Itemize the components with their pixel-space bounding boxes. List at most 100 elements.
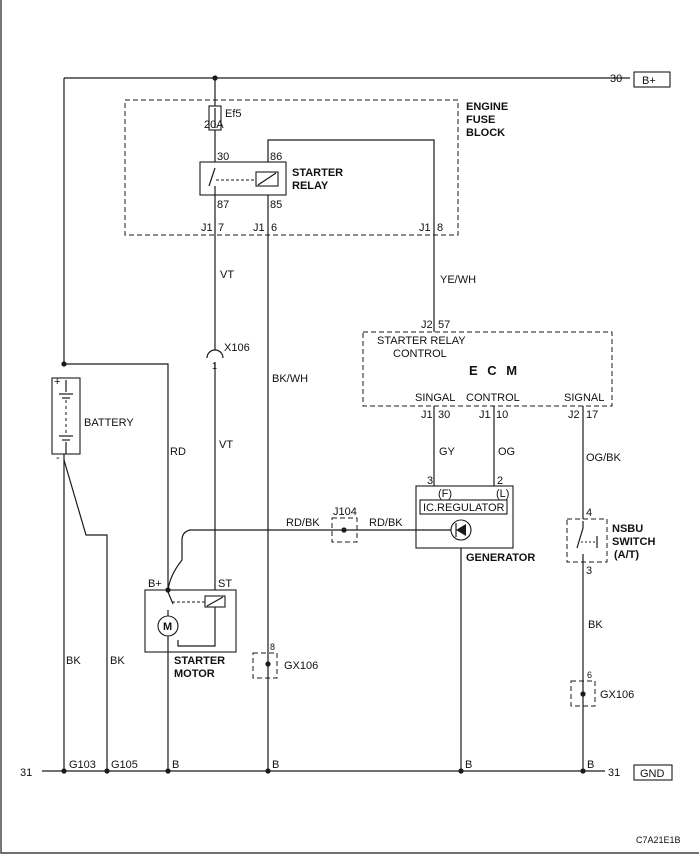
ecm-conn-bot2: J1 — [479, 409, 491, 421]
gnd-tag — [633, 764, 673, 781]
nsbu-pin-4: 4 — [586, 507, 592, 519]
battery-plus: + — [54, 376, 60, 388]
fuse-name: Ef5 — [225, 108, 242, 120]
wire-bk-nsbu: BK — [588, 619, 603, 631]
rd-bk-wire: J104 RD/BK RD/BK — [167, 506, 451, 591]
starter-label-2: MOTOR — [174, 668, 215, 680]
pin-8: 8 — [437, 222, 443, 234]
vt-wire: VT X106 1 VT — [206, 235, 250, 597]
ecm-pin-17: 17 — [586, 409, 598, 421]
wire-bk-batt-1: BK — [66, 655, 81, 667]
ic-regulator-box — [419, 499, 508, 515]
gnd-rail-number-right: 31 — [608, 767, 620, 779]
generator-arrow-icon — [456, 524, 466, 536]
generator-label: GENERATOR — [466, 552, 535, 564]
gnd-tag-label: GND — [640, 768, 665, 780]
relay-pin-85: 85 — [270, 199, 282, 211]
gy-og-wires: GY OG — [433, 406, 515, 486]
relay-label-2: RELAY — [292, 180, 329, 192]
ground-g105: G105 — [111, 759, 138, 771]
generator-pin-2: 2 — [497, 475, 503, 487]
fuse-block-title-3: BLOCK — [466, 127, 505, 139]
fuse-rating: 20A — [204, 119, 224, 131]
starter-b-plus: B+ — [148, 578, 162, 590]
diagram-code: C7A21E1B — [636, 835, 681, 845]
battery-minus: - — [56, 452, 60, 464]
relay-switch-icon — [208, 167, 216, 195]
relay-pin-86: 86 — [270, 151, 282, 163]
fuse-block-title-2: FUSE — [466, 114, 495, 126]
wire-bk-batt-2: BK — [110, 655, 125, 667]
pin-6: 6 — [271, 222, 277, 234]
bk-wh-wire: BK/WH 8 GX106 — [252, 235, 318, 771]
motor-m: M — [163, 621, 172, 633]
gx106-b-label: GX106 — [600, 689, 634, 701]
ground-b-relay: B — [272, 759, 279, 771]
nsbu-switch: OG/BK 4 3 NSBU SWITCH (A/T) BK 6 GX106 — [566, 406, 655, 771]
ground-b-starter: B — [172, 759, 179, 771]
gx106-a-label: GX106 — [284, 660, 318, 672]
ground-b-nsbu: B — [587, 759, 594, 771]
b-plus-tag-label: B+ — [642, 75, 656, 87]
ecm-control-label-2: CONTROL — [393, 348, 447, 360]
ground-b-generator: B — [465, 759, 472, 771]
wire-og-bk: OG/BK — [586, 452, 622, 464]
ecm-conn-top: J2 — [421, 319, 433, 331]
gx106-b-pin: 6 — [587, 670, 592, 680]
conn-j1-b: J1 — [253, 222, 265, 234]
ground-g103: G103 — [69, 759, 96, 771]
ye-wh-wire: YE/WH — [433, 235, 476, 332]
wire-bk-wh: BK/WH — [272, 373, 308, 385]
b-plus-rail-number: 30 — [610, 73, 622, 85]
ic-regulator-label: IC.REGULATOR — [423, 502, 505, 514]
ecm-pin-10: 10 — [496, 409, 508, 421]
nsbu-pin-3: 3 — [586, 565, 592, 577]
ecm-pin-57: 57 — [438, 319, 450, 331]
ecm-conn-bot1: J1 — [421, 409, 433, 421]
wire-gy: GY — [439, 446, 456, 458]
battery-label: BATTERY — [84, 417, 134, 429]
nsbu-label-3: (A/T) — [614, 549, 639, 561]
nsbu-label-1: NSBU — [612, 523, 643, 535]
nsbu-switch-icon — [576, 521, 584, 562]
wire-rd-bk-left: RD/BK — [286, 517, 320, 529]
ecm-control-label: CONTROL — [466, 392, 520, 404]
ecm-conn-bot3: J2 — [568, 409, 580, 421]
conn-j1-a: J1 — [201, 222, 213, 234]
wire-og: OG — [498, 446, 515, 458]
ecm-control-label-1: STARTER RELAY — [377, 335, 466, 347]
ecm-pin-30: 30 — [438, 409, 450, 421]
starter-motor: B+ ST M STARTER MOTOR — [144, 578, 237, 771]
generator-pin-3: 3 — [427, 475, 433, 487]
generator-pin-f: (F) — [438, 488, 452, 500]
relay-pin-87: 87 — [217, 199, 229, 211]
wire-rd: RD — [170, 446, 186, 458]
battery: RD + - BATTERY BK BK — [51, 78, 186, 771]
ecm-title: E C M — [469, 363, 520, 378]
relay-label-1: STARTER — [292, 167, 343, 179]
generator: 3 2 (F) (L) IC.REGULATOR GENERATOR — [415, 475, 535, 771]
starter-label-1: STARTER — [174, 655, 225, 667]
fuse-block-title-1: ENGINE — [466, 101, 508, 113]
generator-pin-l: (L) — [496, 488, 509, 500]
wire-vt-lower: VT — [219, 439, 233, 451]
b-plus-tag — [633, 71, 671, 88]
ecm-signal2-label: SIGNAL — [564, 392, 604, 404]
gnd-rail-number-left: 31 — [20, 767, 32, 779]
ecm: J2 57 STARTER RELAY CONTROL E C M SINGAL… — [362, 319, 613, 421]
gx106-a-pin: 8 — [270, 642, 275, 652]
wire-rd-bk-right: RD/BK — [369, 517, 403, 529]
conn-j1-c: J1 — [419, 222, 431, 234]
connector-x106-icon — [206, 349, 224, 359]
nsbu-label-2: SWITCH — [612, 536, 655, 548]
connector-x106: X106 — [224, 342, 250, 354]
b-plus-rail: 30 B+ — [64, 71, 671, 88]
connector-j104: J104 — [333, 506, 357, 518]
wire-vt-upper: VT — [220, 269, 234, 281]
engine-fuse-block: ENGINE FUSE BLOCK Ef5 20A 30 86 87 85 ST… — [124, 78, 508, 236]
wire-ye-wh: YE/WH — [440, 274, 476, 286]
starter-st: ST — [218, 578, 232, 590]
pin-7: 7 — [218, 222, 224, 234]
